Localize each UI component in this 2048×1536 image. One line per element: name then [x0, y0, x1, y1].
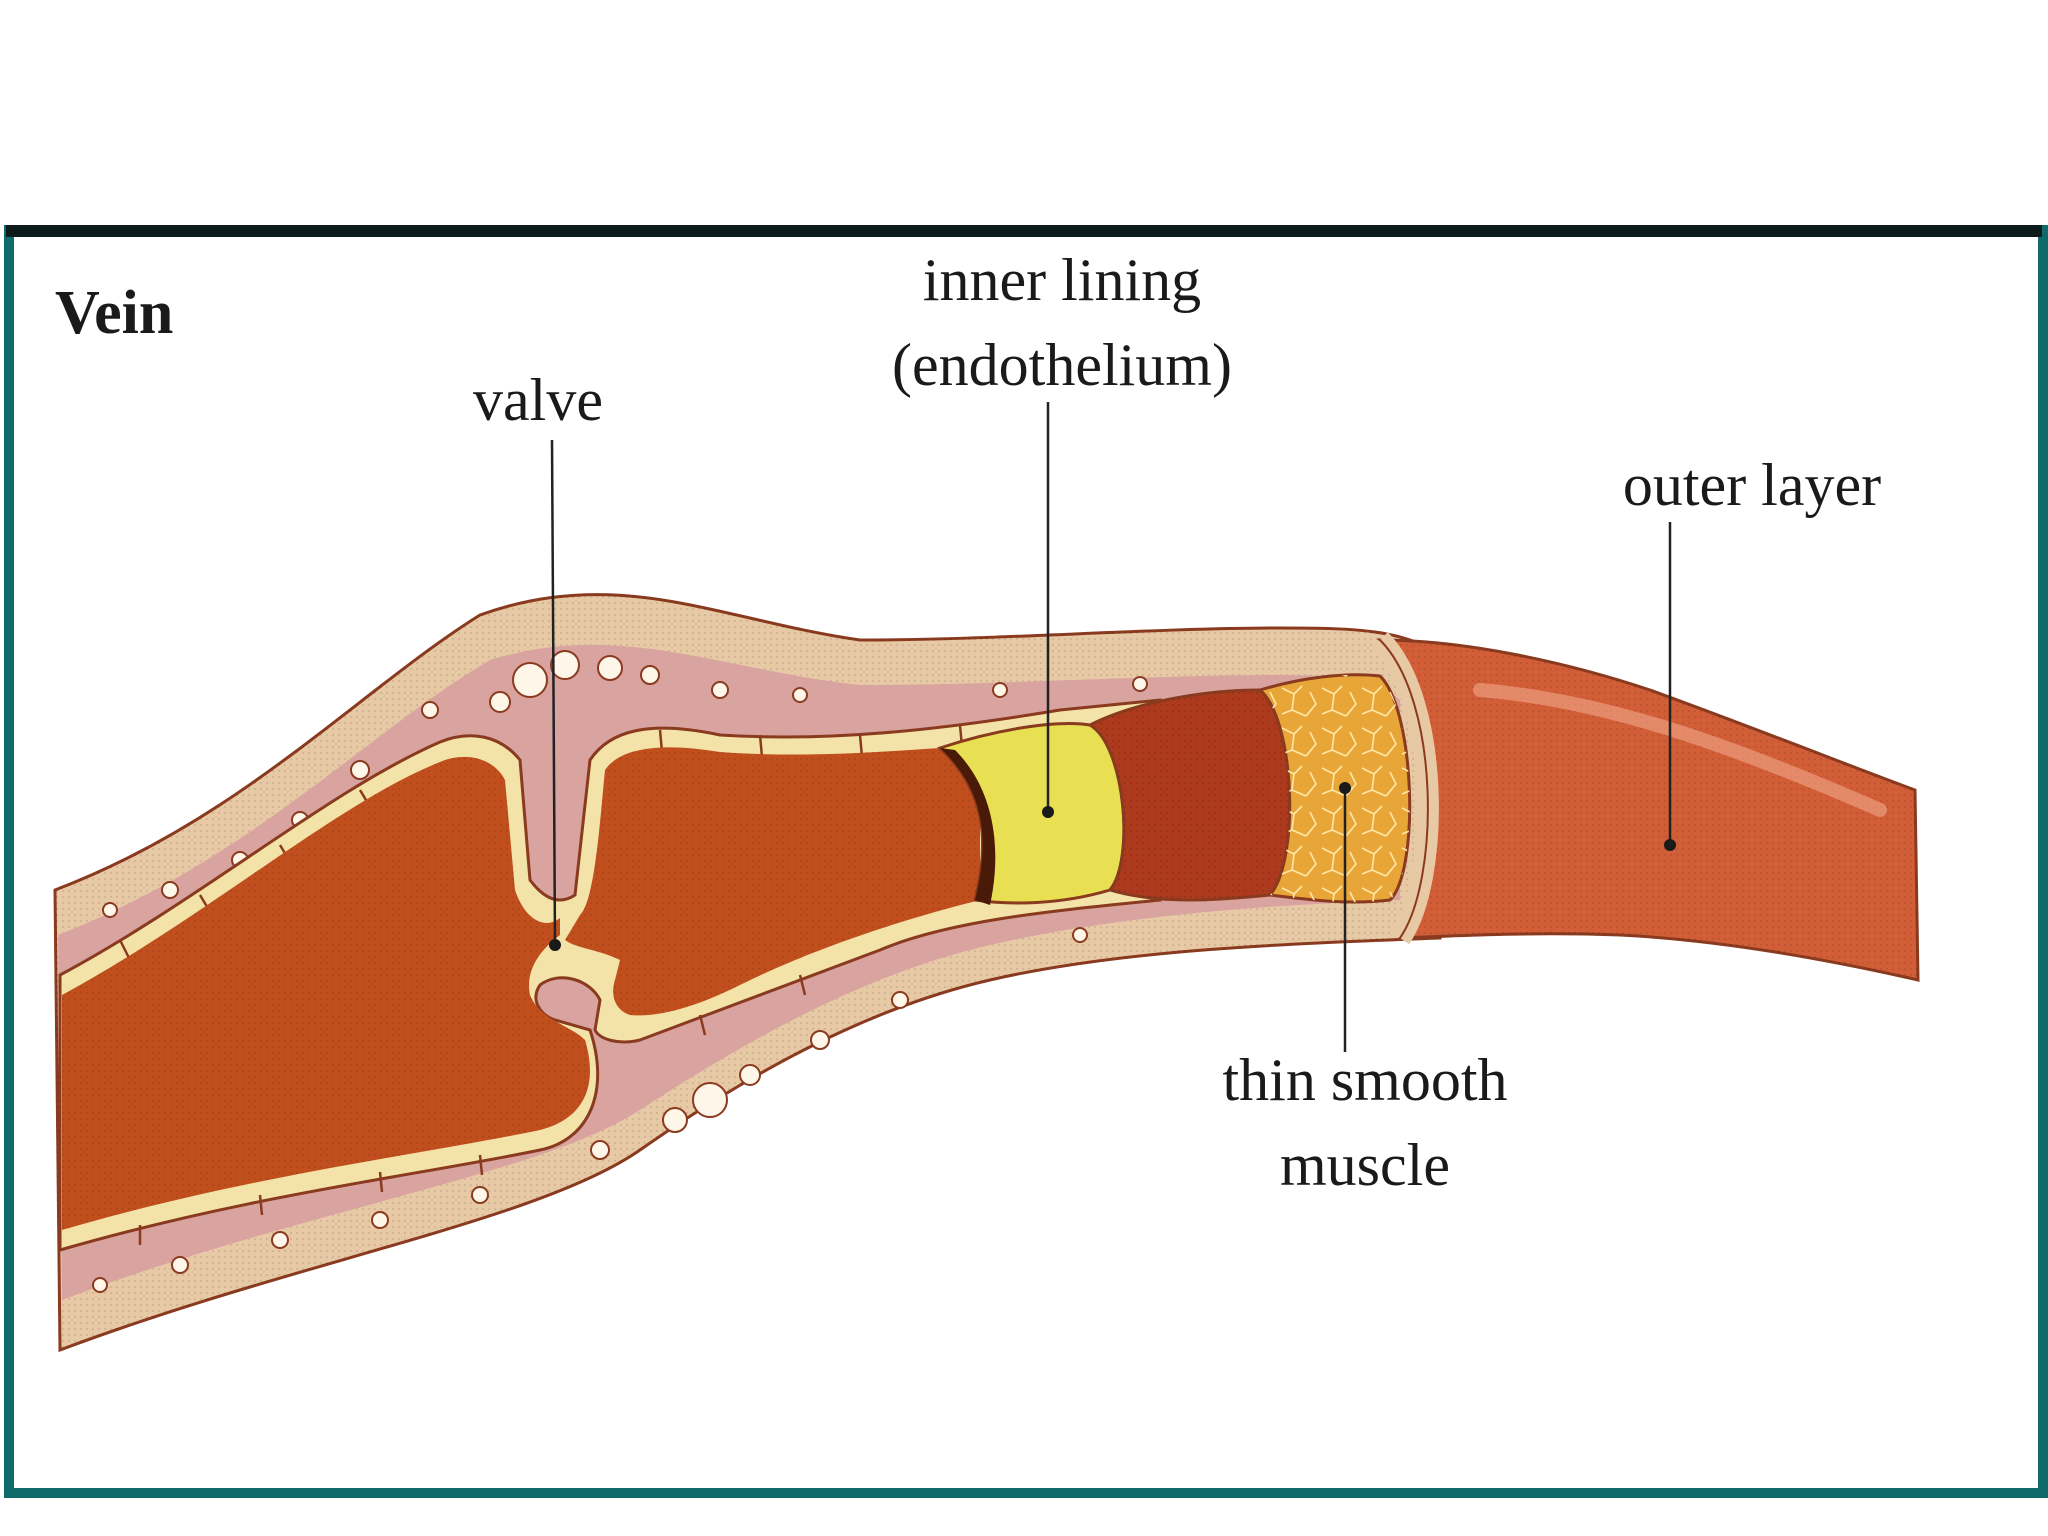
outer-layer-label: outer layer [1623, 452, 1881, 518]
smooth-muscle-label: thin smooth [1222, 1047, 1507, 1113]
valve-label: valve [473, 367, 603, 433]
muscle-label: muscle [1280, 1132, 1450, 1198]
endothelium-label: (endothelium) [892, 332, 1232, 398]
inner-lining-shadow [940, 748, 996, 905]
connective-tissue-cells [92, 650, 1148, 1293]
leader-dots [549, 782, 1676, 951]
leader-lines [550, 402, 1672, 1052]
diagram-title: Vein [55, 279, 173, 347]
valve-leader [550, 439, 557, 946]
outer-layer-highlight [1473, 683, 1887, 817]
inner-lining-label: inner lining [923, 247, 1201, 313]
